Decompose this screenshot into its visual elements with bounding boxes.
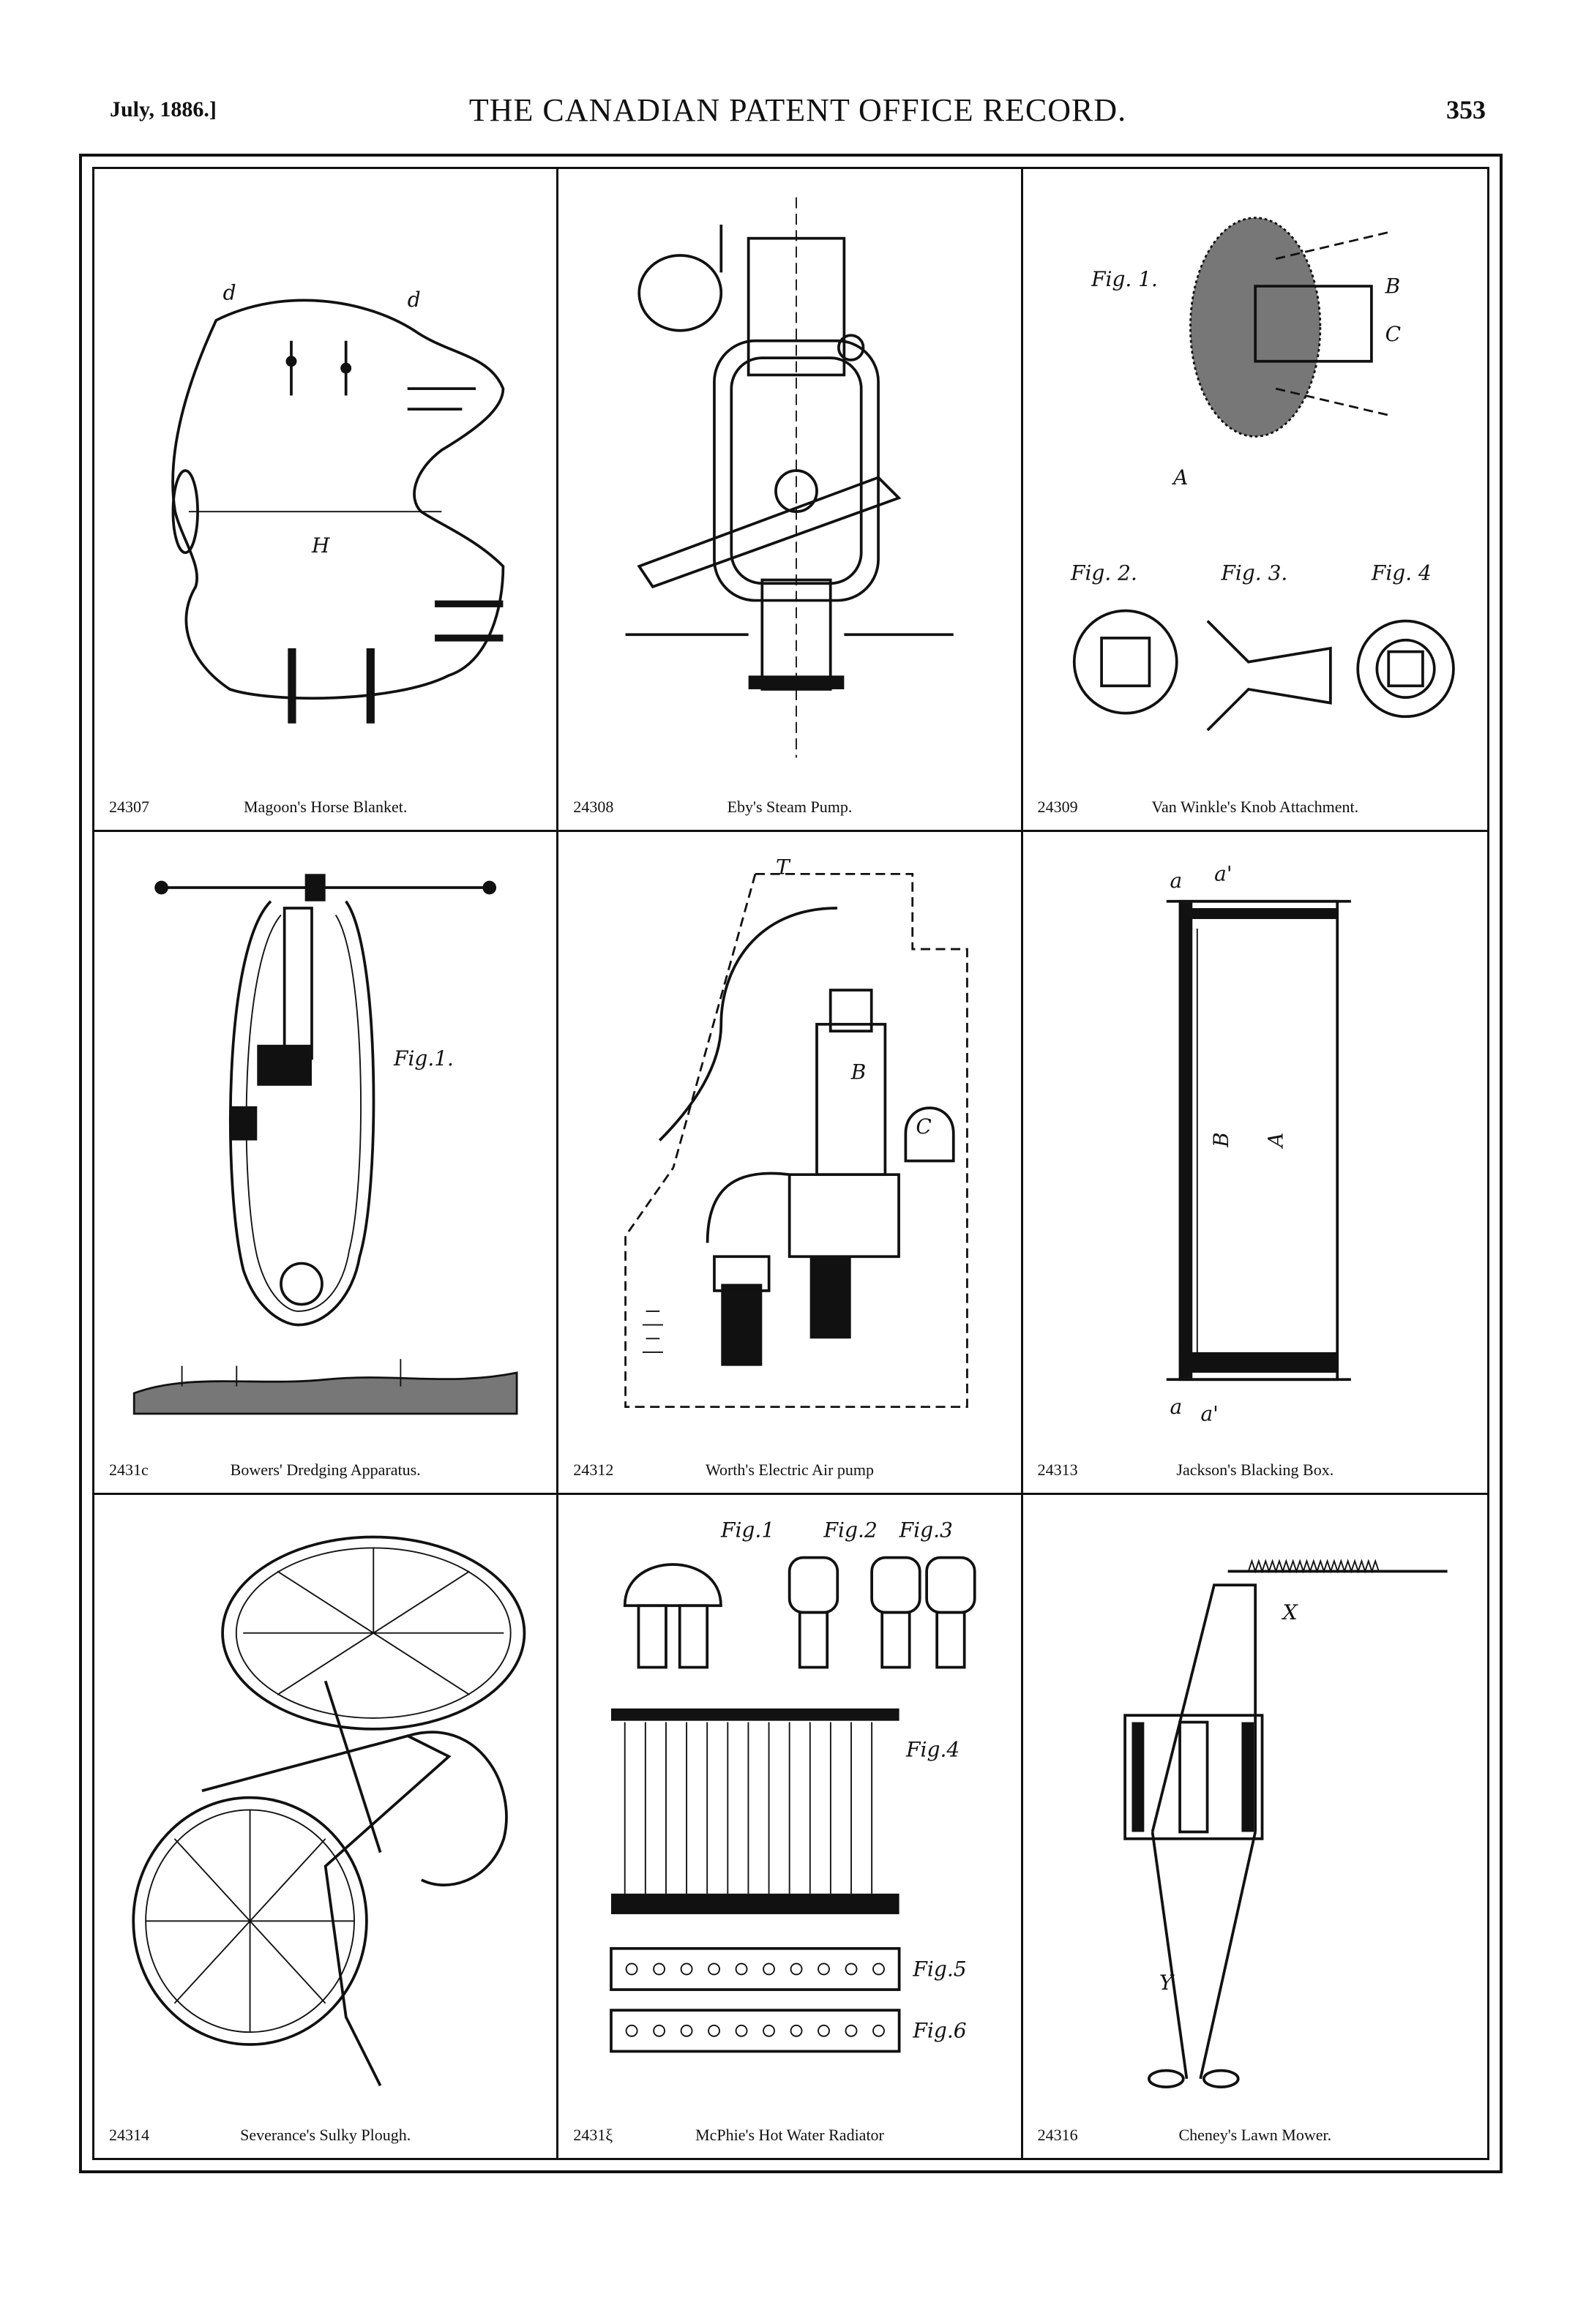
- patent-cell-sulky-plough: 24314 Severance's Sulky Plough.: [94, 1495, 559, 2158]
- patent-caption: 24316 Cheney's Lawn Mower.: [1038, 2120, 1473, 2145]
- svg-text:B: B: [1384, 274, 1400, 298]
- patent-number: 24309: [1037, 798, 1078, 816]
- svg-text:T: T: [776, 855, 791, 879]
- patent-cell-horse-blanket: H d d 24307 Magoon's Horse Blanket.: [94, 169, 559, 832]
- lawn-mower-drawing: X Y: [1123, 1559, 1448, 2089]
- patent-cell-dredging-apparatus: Fig.1. 2431c Bowers' Dredging Apparatus.: [94, 832, 559, 1495]
- dredging-apparatus-drawing: Fig.1.: [132, 874, 518, 1415]
- svg-text:d: d: [223, 281, 236, 305]
- patent-caption: 24308 Eby's Steam Pump.: [573, 792, 1006, 817]
- patent-cell-steam-pump: 24308 Eby's Steam Pump.: [558, 169, 1023, 832]
- patent-name: Bowers' Dredging Apparatus.: [230, 1461, 421, 1479]
- patent-caption: 24314 Severance's Sulky Plough.: [109, 2120, 542, 2145]
- patent-cell-blacking-box: B A a a' a a' 24313 Jackson's Blacking B…: [1022, 832, 1487, 1495]
- svg-text:a': a': [1200, 1401, 1218, 1425]
- issue-date: July, 1886.]: [110, 97, 217, 121]
- patent-number: 24307: [109, 798, 149, 816]
- svg-text:B: B: [850, 1060, 867, 1084]
- patent-cell-electric-air-pump: T B C 24312 Worth's Electric Air pump: [558, 832, 1023, 1495]
- svg-text:a': a': [1214, 862, 1232, 886]
- figure-label: Fig. 2.: [1070, 561, 1137, 585]
- svg-text:a: a: [1170, 1395, 1182, 1419]
- figure-label: Fig.5: [913, 1957, 967, 1981]
- figure-label: Fig.3: [899, 1518, 953, 1542]
- patent-cell-hot-water-radiator: Fig.1 Fig.2 Fig.3: [558, 1495, 1023, 2158]
- patent-number: 24316: [1037, 2126, 1078, 2144]
- blacking-box-drawing: B A a a' a a': [1166, 862, 1351, 1425]
- patent-cell-knob-attachment: A B C Fig. 1. Fig. 2. Fig. 3. Fig. 4 243…: [1022, 169, 1487, 832]
- svg-text:C: C: [1385, 322, 1400, 346]
- patent-caption: 2431ξ McPhie's Hot Water Radiator: [573, 2120, 1006, 2145]
- figure-label: Fig.6: [913, 2019, 967, 2043]
- patent-caption: 24307 Magoon's Horse Blanket.: [109, 792, 542, 817]
- svg-text:a: a: [1170, 869, 1182, 893]
- svg-text:B: B: [1208, 1132, 1232, 1148]
- patent-caption: 2431c Bowers' Dredging Apparatus.: [109, 1455, 542, 1480]
- figure-label: Fig. 1.: [1091, 267, 1158, 291]
- svg-text:d: d: [408, 288, 421, 312]
- patent-caption: 24312 Worth's Electric Air pump: [573, 1455, 1006, 1480]
- patent-name: McPhie's Hot Water Radiator: [695, 2126, 884, 2144]
- patent-cell-lawn-mower: X Y 24316 Cheney's Lawn Mower.: [1023, 1495, 1487, 2158]
- horse-blanket-drawing: H d d: [171, 281, 505, 724]
- svg-text:X: X: [1281, 1600, 1298, 1624]
- patent-name: Eby's Steam Pump.: [727, 798, 853, 816]
- patent-number: 2431ξ: [573, 2126, 613, 2144]
- figure-label: Fig. 3.: [1220, 561, 1287, 585]
- page-header: July, 1886.] THE CANADIAN PATENT OFFICE …: [110, 91, 1486, 135]
- svg-text:Y: Y: [1159, 1971, 1175, 1995]
- publication-title: THE CANADIAN PATENT OFFICE RECORD.: [468, 92, 1127, 128]
- figure-label: Fig.1: [720, 1518, 774, 1542]
- svg-text:A: A: [1171, 465, 1188, 490]
- figure-label: Fig.1.: [393, 1046, 454, 1071]
- patent-name: Cheney's Lawn Mower.: [1178, 2126, 1332, 2144]
- knob-attachment-drawing: A B C Fig. 1. Fig. 2. Fig. 3. Fig. 4: [1070, 217, 1455, 732]
- patent-name: Van Winkle's Knob Attachment.: [1151, 798, 1359, 816]
- patent-number: 24314: [109, 2126, 149, 2144]
- patent-caption: 24313 Jackson's Blacking Box.: [1038, 1455, 1473, 1480]
- patent-number: 2431c: [109, 1461, 149, 1479]
- figure-label: Fig.4: [905, 1737, 960, 1761]
- patent-caption: 24309 Van Winkle's Knob Attachment.: [1038, 792, 1473, 817]
- steam-pump-drawing: [625, 197, 954, 758]
- patent-name: Magoon's Horse Blanket.: [244, 798, 408, 816]
- sulky-plough-drawing: [132, 1535, 526, 2087]
- patent-name: Jackson's Blacking Box.: [1176, 1461, 1334, 1479]
- svg-text:H: H: [311, 533, 330, 558]
- patent-name: Worth's Electric Air pump: [705, 1461, 875, 1479]
- electric-air-pump-drawing: T B C: [624, 855, 969, 1409]
- patent-grid: H d d 24307 Magoon's Horse Blanket.: [94, 169, 1487, 2158]
- page-number: 353: [1446, 95, 1486, 124]
- svg-text:C: C: [916, 1114, 932, 1139]
- hot-water-radiator-drawing: Fig.1 Fig.2 Fig.3: [610, 1518, 976, 2053]
- patent-number: 24312: [573, 1461, 614, 1479]
- svg-text:A: A: [1263, 1133, 1287, 1150]
- patent-number: 24308: [573, 798, 614, 816]
- figure-label: Fig.2: [823, 1518, 878, 1542]
- figure-label: Fig. 4: [1371, 561, 1432, 585]
- patent-number: 24313: [1037, 1461, 1078, 1479]
- plate-frame: H d d 24307 Magoon's Horse Blanket.: [79, 154, 1503, 2173]
- patent-name: Severance's Sulky Plough.: [240, 2126, 411, 2144]
- plate-inner-frame: H d d 24307 Magoon's Horse Blanket.: [92, 167, 1489, 2160]
